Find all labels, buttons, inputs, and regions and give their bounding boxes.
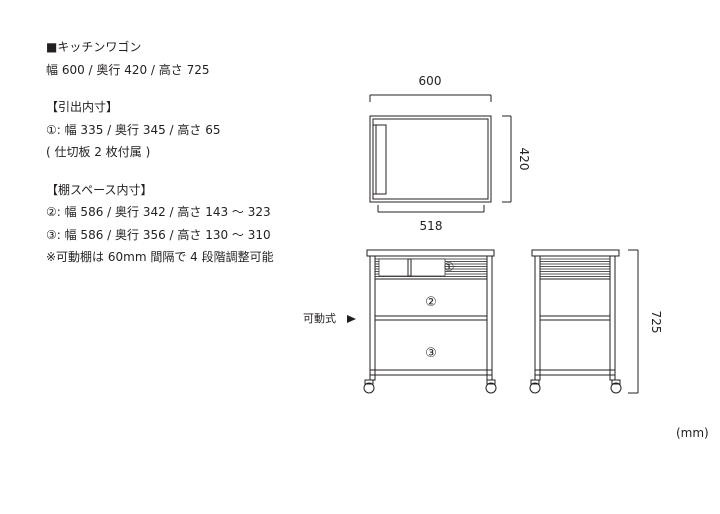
front-left-leg	[369, 255, 376, 381]
front-right-leg	[486, 255, 493, 381]
shelf-note: ※可動棚は 60mm 間隔で 4 段階調整可能	[46, 250, 274, 264]
front-caster-mount-right	[486, 379, 496, 385]
overall-dimensions: 幅 600 / 奥行 420 / 高さ 725	[46, 62, 210, 77]
side-drawer	[540, 258, 610, 277]
product-title: ■キッチンワゴン	[46, 40, 142, 54]
drawer-note: ( 仕切板 2 枚付属 )	[46, 145, 151, 159]
front-movable-shelf	[374, 315, 488, 321]
movable-label: 可動式	[303, 311, 336, 325]
movable-arrow-icon	[347, 315, 356, 323]
spec-list: ■キッチンワゴン 幅 600 / 奥行 420 / 高さ 725 【引出内寸】 …	[46, 36, 274, 269]
marker-drawer: ①	[444, 260, 455, 274]
top-view-handle	[372, 124, 387, 195]
front-caster-mount-left	[364, 379, 374, 385]
front-drawer-box	[378, 258, 446, 277]
front-drawer-handle	[407, 258, 412, 277]
top-view-handle-inner	[375, 124, 387, 195]
side-top-board	[531, 249, 620, 257]
side-bottom-shelf	[534, 369, 616, 376]
front-top-board	[366, 249, 495, 257]
height-label: 725	[649, 311, 663, 334]
inner-width-label: 518	[420, 219, 443, 233]
side-front-leg	[534, 255, 541, 381]
shelf-2-dimensions: ②: 幅 586 / 奥行 342 / 高さ 143 〜 323	[46, 205, 271, 219]
side-caster-mount-front	[530, 379, 540, 385]
front-view: ① ② ③ 可動式	[303, 249, 497, 394]
unit-label: (mm)	[676, 426, 709, 440]
shelf-heading: 【棚スペース内寸】	[46, 182, 153, 197]
shelf-3-dimensions: ③: 幅 586 / 奥行 356 / 高さ 130 〜 310	[46, 227, 271, 242]
depth-label: 420	[517, 148, 531, 171]
drawer-dimensions: ①: 幅 335 / 奥行 345 / 高さ 65	[46, 122, 221, 137]
front-bottom-shelf	[369, 369, 493, 376]
marker-shelf-3: ③	[425, 346, 437, 361]
side-caster-front	[529, 382, 541, 394]
top-view: 600 420 518	[369, 74, 531, 233]
top-view-outline	[369, 115, 492, 203]
top-view-inner-outline	[372, 118, 489, 200]
side-movable-shelf	[539, 315, 611, 321]
side-view: 725	[529, 249, 663, 394]
side-caster-back	[610, 382, 622, 394]
marker-shelf-2: ②	[425, 295, 437, 310]
side-caster-mount-back	[611, 379, 621, 385]
drawer-heading: 【引出内寸】	[46, 100, 119, 114]
front-caster-left	[363, 382, 375, 394]
front-caster-right	[485, 382, 497, 394]
side-back-leg	[609, 255, 616, 381]
top-width-label: 600	[419, 74, 442, 88]
